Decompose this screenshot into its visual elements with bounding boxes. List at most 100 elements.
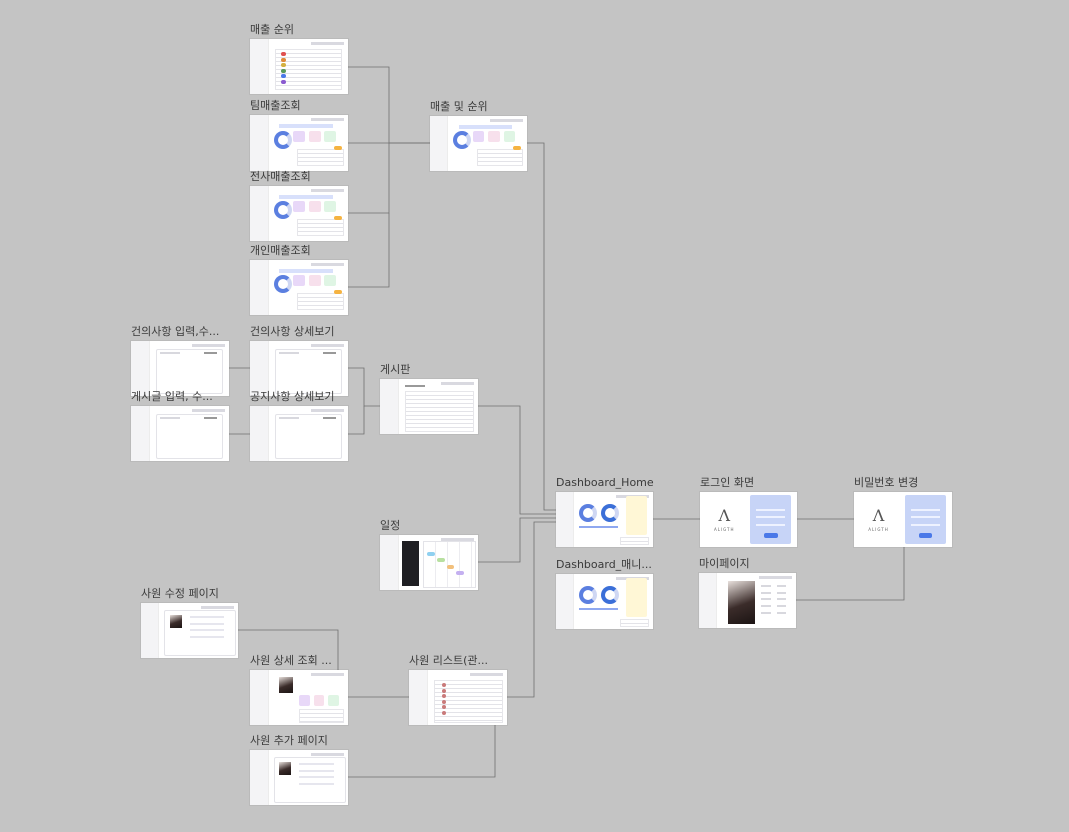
frame-thumbnail[interactable] [250,186,348,241]
form-action-line [322,417,337,419]
thumb-sidebar [250,260,269,315]
frame-title[interactable]: 사원 수정 페이지 [141,587,219,600]
frame-thumbnail[interactable] [250,260,348,315]
frame-f4[interactable]: 개인매출조회 [250,244,348,315]
connector-line [348,213,390,288]
connector-line [478,405,556,515]
employee-avatar [442,710,447,715]
info-value [776,598,787,601]
frame-title[interactable]: 공지사항 상세보기 [250,390,335,403]
frame-title[interactable]: 사원 상세 조회 ... [250,654,332,667]
frame-f17[interactable]: 사원 수정 페이지 [141,587,238,658]
frame-title[interactable]: 로그인 화면 [700,476,755,489]
frame-thumbnail[interactable] [250,341,348,396]
form-area [156,348,224,394]
profile-photo [279,762,292,776]
frame-thumbnail[interactable] [250,406,348,461]
frame-f5[interactable]: 매출 및 순위 [430,100,527,171]
info-value [776,591,787,594]
rank-avatar [281,57,287,62]
frame-title[interactable]: Dashboard_Home [556,476,654,489]
frame-thumbnail[interactable] [250,115,348,171]
frame-title[interactable]: 일정 [380,519,401,532]
connector-line [796,547,905,601]
input-field [299,783,335,785]
rank-avatar [281,52,287,57]
calendar-event [427,551,435,556]
frame-f16[interactable]: 마이페이지 [699,557,796,628]
frame-thumbnail[interactable] [250,670,348,725]
frame-title[interactable]: 비밀번호 변경 [854,476,919,489]
submit-button [918,532,933,538]
frame-thumbnail[interactable] [131,406,229,461]
frame-f1[interactable]: 매출 순위 [250,23,348,94]
frame-title[interactable]: 사원 리스트(관... [409,654,488,667]
frame-title[interactable]: 매출 순위 [250,23,294,36]
frame-title[interactable]: 게시판 [380,363,411,376]
frame-f19[interactable]: 사원 리스트(관... [409,654,507,725]
frame-thumbnail[interactable] [131,341,229,396]
frame-f20[interactable]: 사원 추가 페이지 [250,734,348,805]
frame-thumbnail[interactable] [430,116,527,171]
thumb-topbar [310,673,345,676]
frame-title[interactable]: 마이페이지 [699,557,750,570]
frame-thumbnail[interactable] [250,39,348,94]
stat-tile [299,694,310,706]
thumb-topbar [310,753,345,756]
frame-thumbnail[interactable] [380,535,478,590]
badge [513,146,522,151]
thumb-sidebar [699,573,718,628]
stat-tile [293,201,305,213]
frame-thumbnail[interactable] [250,750,348,805]
frame-f2[interactable]: 팀매출조회 [250,99,348,171]
frame-title[interactable]: 개인매출조회 [250,244,311,257]
connector-line [507,521,556,698]
logo-text: ALIGTH [868,527,889,533]
thumb-topbar [490,119,524,122]
frame-title[interactable]: Dashboard_매니... [556,558,652,571]
frame-f10[interactable]: 게시판 [380,363,478,434]
thumb-topbar [440,382,475,385]
frame-f11[interactable]: 일정 [380,519,478,590]
frame-f9[interactable]: 공지사항 상세보기 [250,390,348,461]
frame-title[interactable]: 팀매출조회 [250,99,301,112]
profile-photo [279,676,294,694]
frame-thumbnail[interactable] [556,574,653,629]
employee-avatar [442,694,447,699]
frame-thumbnail[interactable] [556,492,653,547]
input-field [299,763,335,766]
frame-title[interactable]: 전사매출조회 [250,170,311,183]
frame-thumbnail[interactable] [141,603,238,658]
frame-f18[interactable]: 사원 상세 조회 ... [250,654,348,725]
frame-f3[interactable]: 전사매출조회 [250,170,348,241]
frame-title[interactable]: 사원 추가 페이지 [250,734,328,747]
stat-tile [308,201,321,213]
frame-title[interactable]: 건의사항 입력,수... [131,325,220,338]
frame-title[interactable]: 건의사항 상세보기 [250,325,335,338]
connector-line [348,143,390,214]
input-line [910,516,941,519]
stat-tile [324,130,337,142]
info-value [776,604,787,607]
frame-title[interactable]: 매출 및 순위 [430,100,488,113]
frame-thumbnail[interactable] [380,379,478,434]
frame-thumbnail[interactable] [409,670,507,725]
stat-tile [324,201,337,213]
logo-text: ALIGTH [713,527,735,533]
frame-title[interactable]: 게시글 입력, 수... [131,390,213,403]
form-title-line [279,352,299,354]
frame-f7[interactable]: 건의사항 상세보기 [250,325,348,396]
frame-thumbnail[interactable] [699,573,796,628]
info-label [761,611,771,614]
frame-f8[interactable]: 게시글 입력, 수... [131,390,229,461]
frame-f6[interactable]: 건의사항 입력,수... [131,325,229,396]
frame-f13[interactable]: Dashboard_매니... [556,558,653,629]
frame-f12[interactable]: Dashboard_Home [556,476,654,547]
connector-line [348,725,496,778]
board-title [405,384,426,387]
